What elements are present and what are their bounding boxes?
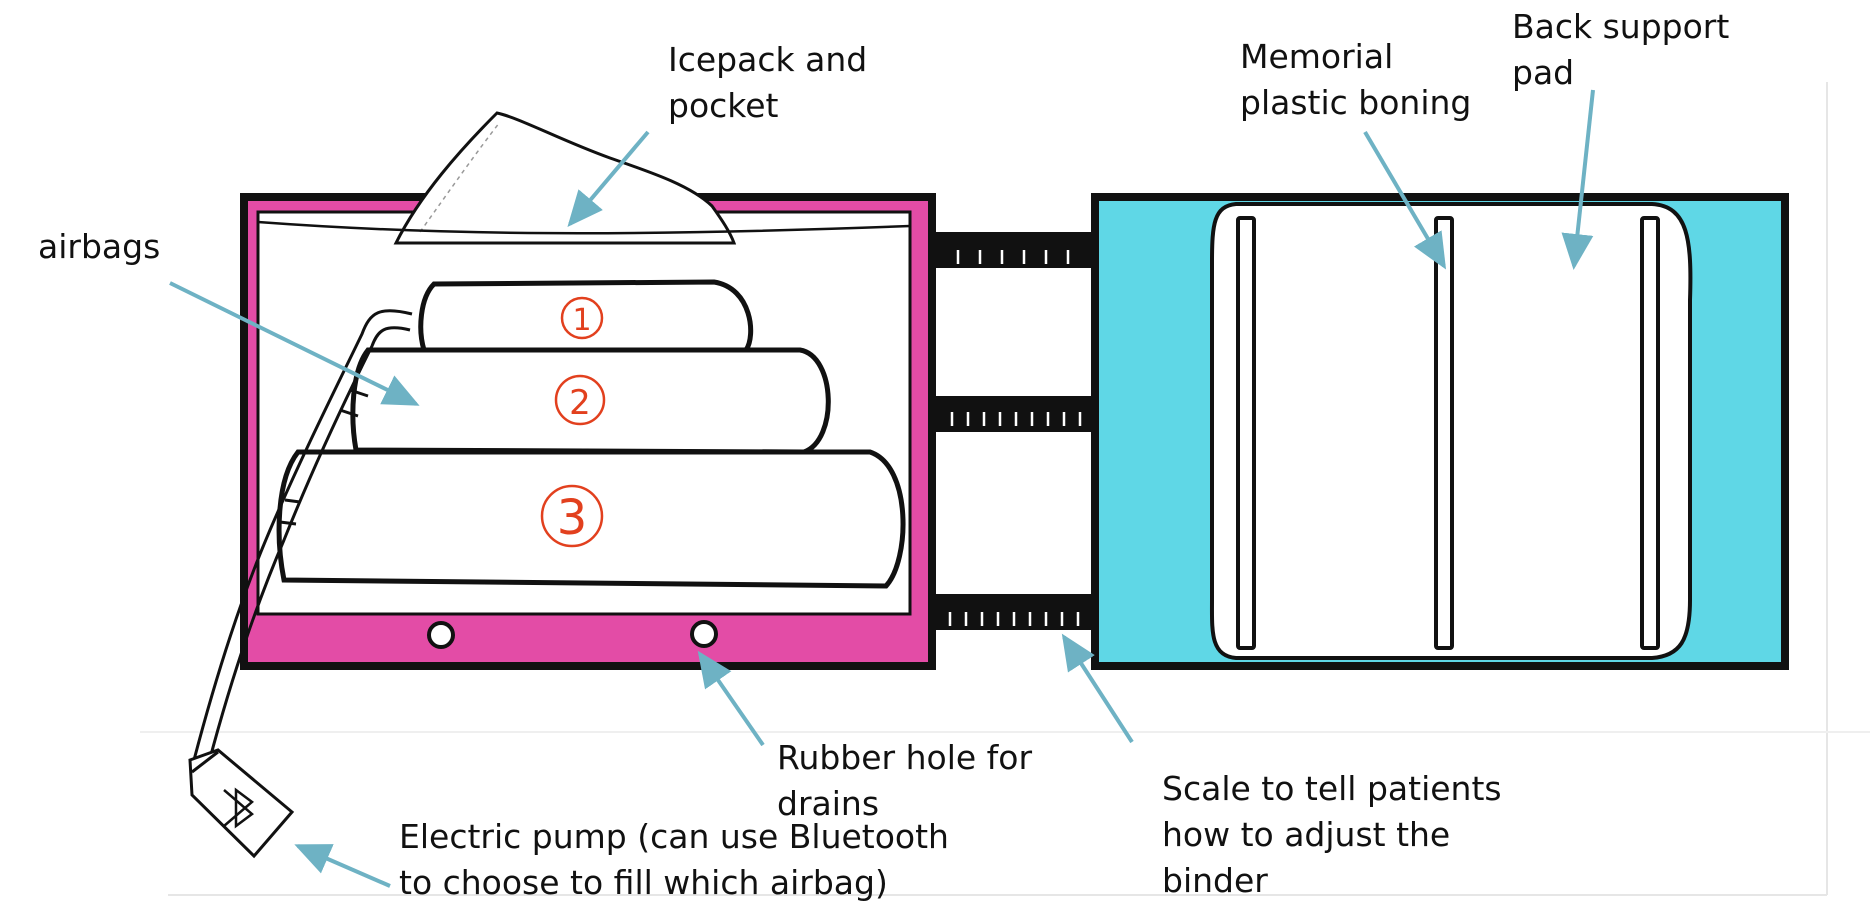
label-electric-pump: Electric pump (can use Bluetooth to choo…	[399, 817, 949, 902]
boning-strip-3	[1640, 216, 1660, 650]
arrow-boning	[1363, 130, 1447, 270]
arrow-icepack	[567, 130, 650, 228]
bluetooth-icon	[223, 787, 254, 829]
strap-top	[930, 232, 1095, 268]
pocket-flap	[257, 220, 911, 235]
arrow-rubber	[697, 650, 765, 747]
airbag-2-number: 2	[569, 383, 591, 423]
drain-hole-left	[427, 621, 455, 649]
arrow-scale	[1061, 633, 1134, 744]
label-back-support-pad: Back support pad	[1512, 7, 1730, 92]
airbag-1-number: 1	[572, 303, 591, 338]
drain-hole-right	[690, 620, 718, 648]
arrow-airbags	[169, 281, 420, 406]
boning-strip-2	[1434, 216, 1454, 650]
arrow-pump	[294, 844, 391, 888]
label-rubber-hole: Rubber hole for drains	[777, 738, 1033, 823]
back-panel	[1091, 193, 1789, 670]
strap-bottom	[930, 594, 1095, 630]
air-tubes	[192, 309, 413, 767]
icepack	[393, 111, 737, 245]
pointer-arrows	[169, 89, 1595, 888]
airbag-2: 2	[350, 347, 831, 455]
strap-middle	[930, 396, 1095, 432]
label-airbags: airbags	[38, 227, 161, 266]
boning-strip-1	[1236, 216, 1256, 650]
airbag-1: 1	[418, 279, 754, 353]
label-icepack-pocket: Icepack and pocket	[668, 40, 868, 125]
electric-pump	[188, 748, 295, 859]
arrow-pad	[1561, 89, 1595, 270]
airbag-3: 3	[276, 449, 906, 589]
label-scale: Scale to tell patients how to adjust the…	[1162, 769, 1502, 900]
label-plastic-boning: Memorial plastic boning	[1240, 37, 1472, 122]
airbag-3-number: 3	[557, 490, 588, 546]
